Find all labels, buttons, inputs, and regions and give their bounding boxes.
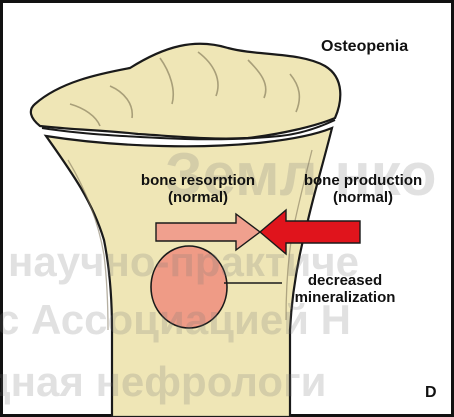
bone-epiphysis (31, 44, 340, 139)
mineralization-label-line2: mineralization (280, 289, 410, 306)
production-label-line2: (normal) (288, 189, 438, 206)
decreased-mineralization-spot (151, 246, 227, 328)
resorption-label: bone resorption (normal) (128, 172, 268, 206)
panel-letter: D (425, 384, 437, 401)
production-label-line1: bone production (288, 172, 438, 189)
diagram-title: Osteopenia (321, 38, 408, 55)
mineralization-label-line1: decreased (280, 272, 410, 289)
resorption-label-line2: (normal) (128, 189, 268, 206)
resorption-label-line1: bone resorption (128, 172, 268, 189)
mineralization-label: decreased mineralization (280, 272, 410, 306)
production-label: bone production (normal) (288, 172, 438, 206)
